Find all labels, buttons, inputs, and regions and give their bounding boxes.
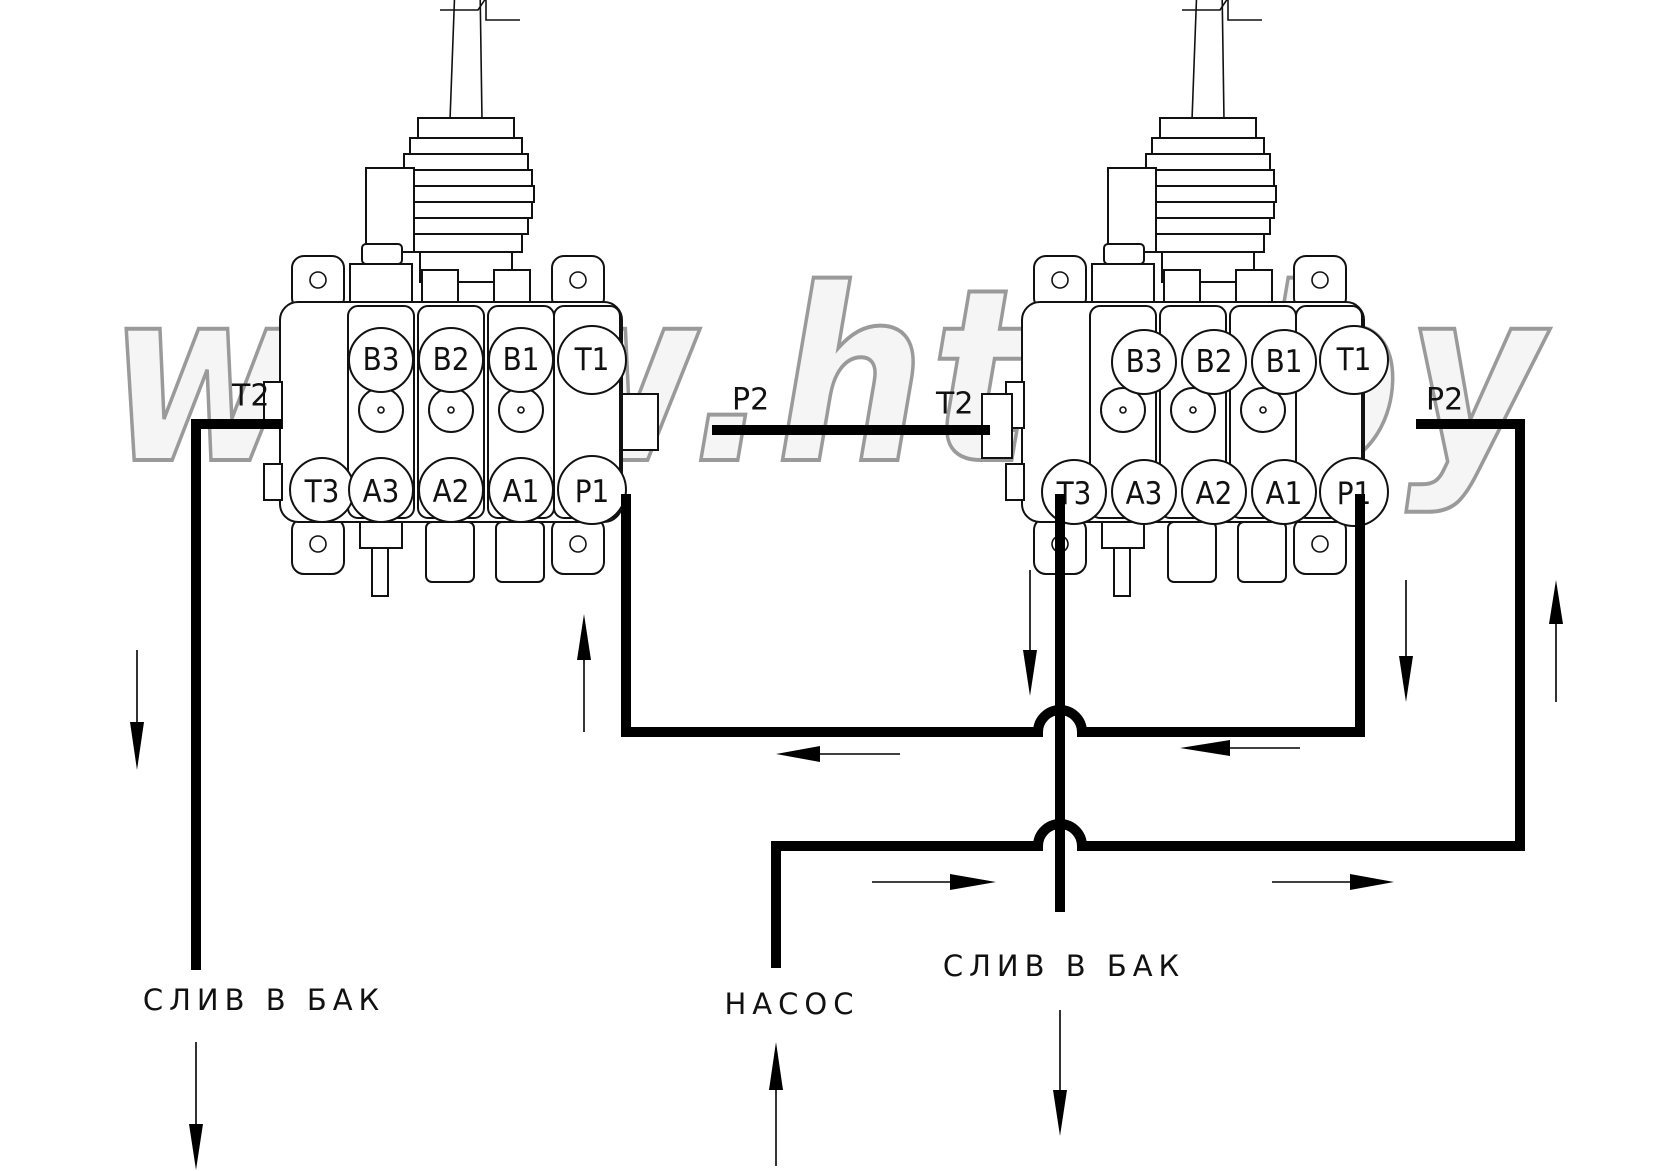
arrow-down-icon xyxy=(1399,656,1413,702)
left-drain-pipe xyxy=(191,419,282,970)
port-label: A3 xyxy=(1126,476,1163,512)
drain-label-left: СЛИВ В БАК xyxy=(143,983,385,1017)
port-label: B2 xyxy=(433,342,470,378)
pump-supply-pipe xyxy=(771,419,1525,968)
right-valve-p2-label: P2 xyxy=(1426,383,1463,418)
left-valve-t2-label: T2 xyxy=(231,379,269,414)
left-valve xyxy=(263,0,659,597)
arrow-right-icon xyxy=(1350,874,1394,890)
port-label: B3 xyxy=(1126,344,1163,380)
port-label: A3 xyxy=(363,474,400,510)
drain-label-right: СЛИВ В БАК xyxy=(943,949,1185,983)
port-label: P1 xyxy=(575,474,610,510)
flow-arrows xyxy=(130,570,1563,1170)
port-label: T3 xyxy=(304,474,340,510)
port-label: A1 xyxy=(1266,476,1303,512)
arrow-left-icon xyxy=(776,746,820,762)
arrow-down-icon xyxy=(1053,1090,1067,1136)
left-valve-p2-label: P2 xyxy=(732,383,769,418)
arrow-up-icon xyxy=(577,614,591,660)
arrow-up-icon xyxy=(1549,580,1563,624)
port-label: T1 xyxy=(1336,342,1372,378)
port-label: A1 xyxy=(503,474,540,510)
port-label: B1 xyxy=(503,342,540,378)
arrow-up-icon xyxy=(769,1042,783,1090)
arrow-right-icon xyxy=(950,874,996,890)
pipelines xyxy=(191,419,1525,970)
port-label: P1 xyxy=(1337,476,1372,512)
port-label: A2 xyxy=(433,474,470,510)
right-valve-port-labels: B3 B2 B1 T1 T3 A3 A2 A1 P1 xyxy=(1056,342,1372,512)
port-label: B3 xyxy=(363,342,400,378)
right-valve-t2-label: T2 xyxy=(935,387,973,422)
port-label: T1 xyxy=(574,342,610,378)
port-label: A2 xyxy=(1196,476,1233,512)
port-label: B2 xyxy=(1196,344,1233,380)
port-label: B1 xyxy=(1266,344,1303,380)
arrow-down-icon xyxy=(1023,650,1037,696)
right-valve xyxy=(981,0,1389,597)
arrow-down-icon xyxy=(189,1124,203,1170)
left-valve-port-labels: B3 B2 B1 T1 T3 A3 A2 A1 P1 xyxy=(304,342,610,510)
arrow-down-icon xyxy=(130,722,144,770)
pump-label: НАСОС xyxy=(725,987,860,1021)
arrow-left-icon xyxy=(1180,740,1230,756)
